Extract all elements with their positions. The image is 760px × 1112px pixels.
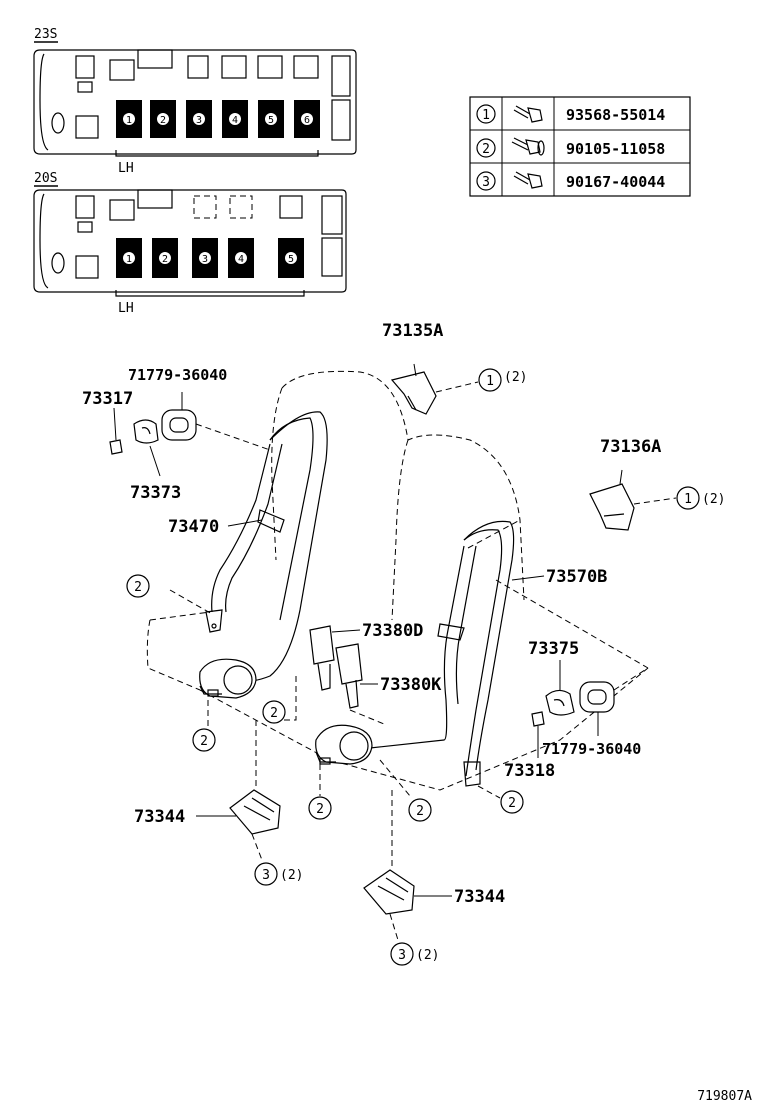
bracket-73344-right: [363, 790, 452, 941]
cover-73136a: [589, 469, 677, 531]
seat-23s-3: 3: [196, 115, 202, 126]
ref-3-right: 3: [398, 948, 406, 963]
callout-73344-right: 73344: [454, 887, 505, 907]
callout-73470: 73470: [168, 517, 219, 537]
ref-2-c: 2: [200, 734, 208, 749]
seat-20s-4: 4: [238, 254, 244, 265]
seat-map-23s: 23S 1 2 3 4 5 6 LH: [33, 27, 357, 176]
qty-ref-3-left: (2): [280, 868, 303, 883]
table-part-1: 93568-55014: [566, 106, 665, 124]
callout-73318: 73318: [504, 761, 555, 781]
seat-23s-1: 1: [126, 115, 132, 126]
callout-73344-left: 73344: [134, 807, 185, 827]
bracket-73344-left: [196, 720, 281, 861]
bolt-washer-icon: [511, 137, 545, 156]
seat-20s-3: 3: [202, 254, 208, 265]
callout-73136a: 73136A: [600, 437, 661, 457]
cover-73135a: [390, 363, 479, 415]
seat-20s-2: 2: [162, 254, 168, 265]
seat-map-23s-side: LH: [118, 161, 134, 176]
ref-1-right: 1: [684, 492, 692, 507]
table-ref-2: 2: [482, 142, 490, 157]
diagram-id: 719807A: [697, 1089, 752, 1104]
ref-3-left: 3: [262, 868, 270, 883]
ref-2-d: 2: [316, 802, 324, 817]
qty-ref-3-right: (2): [416, 948, 439, 963]
callout-73570b: 73570B: [546, 567, 607, 587]
left-retractor: [199, 658, 257, 699]
seat-map-20s: 20S 1 2 3 4 5 LH: [33, 171, 347, 316]
ref-1-top: 1: [486, 374, 494, 389]
seat-20s-1: 1: [126, 254, 132, 265]
seat-outlines: [146, 370, 649, 791]
seat-23s-6: 6: [304, 115, 310, 126]
right-retractor: [315, 724, 373, 765]
seat-23s-2: 2: [160, 115, 166, 126]
callout-73380k: 73380K: [380, 675, 442, 695]
qty-ref-1-right: (2): [702, 492, 725, 507]
seat-20s-5: 5: [288, 254, 294, 265]
callout-73373: 73373: [130, 483, 181, 503]
small-parts-right: [531, 660, 649, 758]
ref-2-b: 2: [270, 706, 278, 721]
ref-2-a: 2: [134, 580, 142, 595]
table-part-3: 90167-40044: [566, 173, 665, 191]
callout-73317: 73317: [82, 389, 133, 409]
seat-map-20s-side: LH: [118, 301, 134, 316]
fastener-table: 1 93568-55014 2 90105-11058 3 90167-4004…: [469, 96, 691, 197]
callout-73375: 73375: [528, 639, 579, 659]
seat-map-20s-label: 20S: [34, 171, 57, 186]
seat-23s-5: 5: [268, 115, 274, 126]
table-ref-3: 3: [482, 175, 490, 190]
qty-ref-1-top: (2): [504, 370, 527, 385]
ref-circles: 1 (2) 1 (2) 2 2 2 2 2 2 3 (2) 3 (2): [126, 368, 725, 966]
seat-positions-20s: 1 2 3 4 5: [116, 238, 304, 278]
callout-71779-top: 71779-36040: [128, 366, 227, 384]
table-ref-1: 1: [482, 108, 490, 123]
small-parts-left: [109, 392, 271, 477]
seat-map-23s-label: 23S: [34, 27, 57, 42]
right-seat-belt: [315, 520, 515, 787]
callout-71779-bottom: 71779-36040: [542, 740, 641, 758]
seat-positions-23s: 1 2 3 4 5 6: [116, 100, 320, 138]
table-part-2: 90105-11058: [566, 140, 665, 158]
callout-73135a: 73135A: [382, 321, 443, 341]
bolt-icon: [513, 105, 543, 123]
seat-23s-4: 4: [232, 115, 238, 126]
ref-2-f: 2: [508, 796, 516, 811]
ref-2-e: 2: [416, 804, 424, 819]
center-buckles: [272, 625, 385, 725]
screw-icon: [513, 171, 543, 189]
callout-73380d: 73380D: [362, 621, 423, 641]
left-seat-belt: [169, 411, 328, 699]
